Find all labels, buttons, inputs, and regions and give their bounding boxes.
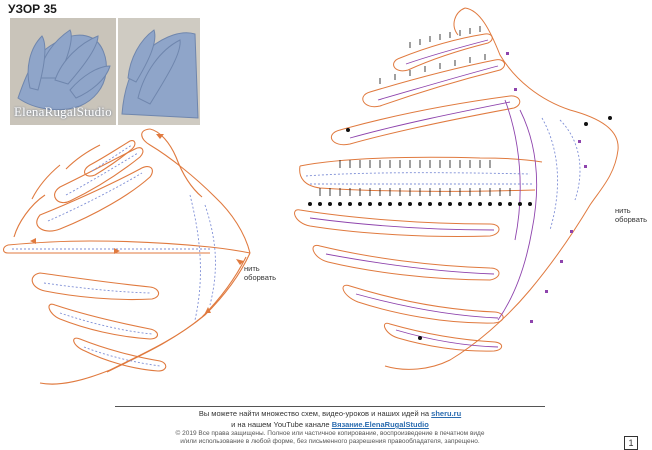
photo-watermark: ElenaRugalStudio [14,104,112,119]
sheru-link[interactable]: sheru.ru [431,409,462,418]
youtube-channel-link[interactable]: Вязание.ElenaRugalStudio [331,420,429,429]
left-crochet-chart [2,128,251,385]
copyright-line-1: © 2019 Все права защищены. Полное или ча… [175,430,485,437]
copyright-line-2: и/или использование в любой форме, без п… [180,438,480,445]
right-crochet-chart [294,7,619,370]
pattern-title: УЗОР 35 [8,2,57,16]
footer-line-1: Вы можете найти множество схем, видео-ур… [198,409,462,418]
footer-line-2: и на нашем YouTube канале Вязание.ElenaR… [231,420,429,429]
page-number: 1 [624,436,638,450]
cut-thread-label-left: нить оборвать [244,264,277,282]
cut-thread-label-right: нить оборвать [615,206,648,224]
motif-photo [10,18,200,125]
footer-divider [115,406,545,407]
